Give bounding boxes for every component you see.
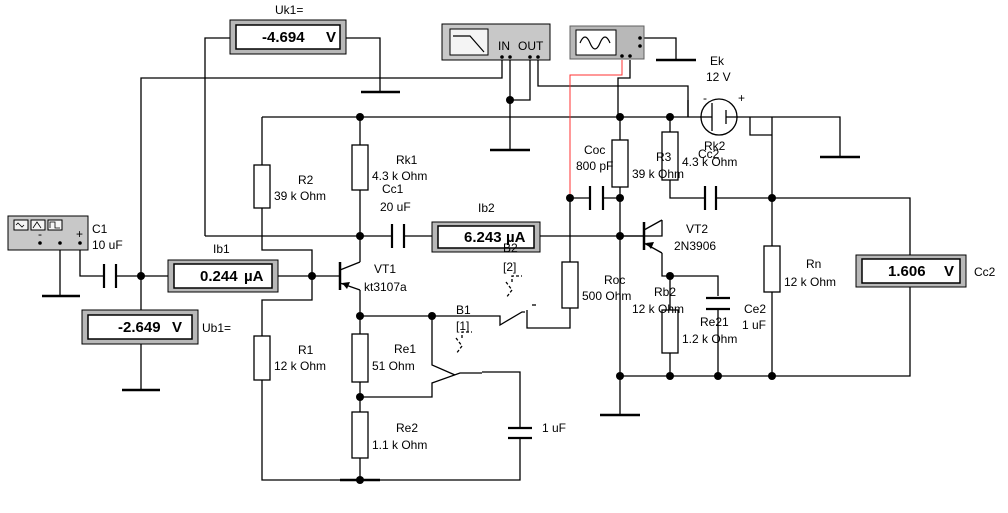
resistor-r1 [253, 335, 271, 381]
ce2-name: Ce2 [744, 302, 766, 316]
capacitors [102, 186, 730, 440]
meter-ib2-label: Ib2 [478, 201, 495, 215]
generator-plus: + [76, 227, 83, 241]
meter-ub1-label: Ub1= [202, 321, 231, 335]
re2-name: Re2 [396, 421, 418, 435]
re21-value: 1.2 k Ohm [682, 332, 737, 346]
re1-value: 51 Ohm [372, 359, 415, 373]
r3-value: 39 k Ohm [632, 167, 684, 181]
ground-symbols [42, 58, 860, 482]
r4-name: Rb2 [654, 285, 676, 299]
transistor-vt2 [620, 219, 663, 254]
function-generator[interactable] [7, 215, 89, 251]
roc-value: 500 Ohm [582, 289, 631, 303]
re21-name: Re21 [700, 315, 729, 329]
bode-in-label: IN [498, 39, 510, 53]
switch-b2[interactable] [505, 275, 536, 306]
c1-value: 10 uF [92, 238, 123, 252]
rk2-value: 4.3 k Ohm [682, 155, 737, 169]
meter-ib2-value: 6.243 [464, 229, 502, 246]
r3-name: R3 [656, 150, 672, 164]
wires [79, 37, 911, 481]
cc1-name: Cc1 [382, 182, 404, 196]
rk1-name: Rk1 [396, 153, 418, 167]
probe-wire [569, 60, 623, 198]
ek-value: 12 V [706, 70, 731, 84]
b1-name: B1 [456, 303, 471, 317]
battery-plus-sign: + [738, 91, 745, 105]
meter-ib2 [431, 221, 541, 253]
b2-key: [2] [503, 260, 516, 274]
b1-key: [1] [456, 319, 469, 333]
meter-cc2-value: 1.606 [888, 263, 926, 280]
r2-value: 39 k Ohm [274, 189, 326, 203]
resistor-re1 [351, 333, 369, 383]
resistor-re2 [351, 411, 369, 459]
oscilloscope[interactable] [569, 25, 645, 60]
vt1-name: VT1 [374, 262, 396, 276]
meter-ib1-label: Ib1 [213, 242, 230, 256]
meter-uk1-value: -4.694 [262, 29, 305, 46]
resistor-re21 [661, 309, 679, 354]
vt2-value: 2N3906 [674, 239, 716, 253]
b2-name: B2 [503, 241, 518, 255]
vt1-value: kt3107a [364, 280, 407, 294]
c1-name: C1 [92, 222, 108, 236]
meter-ib1-unit: µA [244, 268, 264, 285]
meter-cc2-unit: V [944, 263, 954, 280]
ek-name: Ek [710, 54, 725, 68]
meter-ib2-unit: µA [506, 229, 526, 246]
vt2-name: VT2 [686, 222, 708, 236]
resistors [253, 131, 781, 459]
resistor-roc [561, 261, 579, 309]
resistor-rn [763, 245, 781, 293]
re1-name: Re1 [394, 342, 416, 356]
bode-plotter[interactable] [441, 23, 551, 61]
re2-value: 1.1 k Ohm [372, 438, 427, 452]
ce2-value: 1 uF [742, 318, 766, 332]
resistor-rk1 [351, 144, 369, 191]
component-labels: C1 10 uF R2 39 k Ohm R1 12 k Ohm Rk1 4.3… [92, 54, 836, 452]
cc2-name: Cc2 [698, 147, 720, 161]
meter-uk1-label: Uk1= [275, 3, 303, 17]
transistor-vt1 [322, 261, 361, 291]
c-re-value: 1 uF [542, 421, 566, 435]
coc-value: 800 pF [576, 159, 613, 173]
coc-name: Coc [584, 143, 605, 157]
meter-ib1-value: 0.244 [200, 268, 238, 285]
meter-ib1 [167, 259, 279, 293]
rn-value: 12 k Ohm [784, 275, 836, 289]
r1-value: 12 k Ohm [274, 359, 326, 373]
meter-cc2 [855, 254, 967, 288]
meter-ub1-unit: V [172, 319, 182, 336]
meter-cc2-label: Cc2 [974, 265, 996, 279]
generator-minus: - [38, 227, 42, 241]
battery-minus-sign: - [703, 91, 707, 105]
resistor-r3 [611, 139, 629, 188]
r2-name: R2 [298, 173, 314, 187]
resistor-r2 [253, 164, 271, 209]
rn-name: Rn [806, 257, 821, 271]
rk2-name: Rk2 [704, 139, 726, 153]
roc-name: Roc [604, 273, 625, 287]
bode-out-label: OUT [518, 39, 544, 53]
meter-ub1-value: -2.649 [118, 319, 161, 336]
battery-ek [700, 98, 738, 136]
switch-b1[interactable] [455, 331, 472, 355]
meter-uk1 [229, 19, 347, 55]
resistor-rk2 [661, 131, 679, 181]
r4-value: 12 k Ohm [632, 302, 684, 316]
rk1-value: 4.3 k Ohm [372, 169, 427, 183]
meter-ub1 [81, 309, 199, 345]
r1-name: R1 [298, 343, 314, 357]
cc1-value: 20 uF [380, 200, 411, 214]
meter-uk1-unit: V [326, 29, 336, 46]
